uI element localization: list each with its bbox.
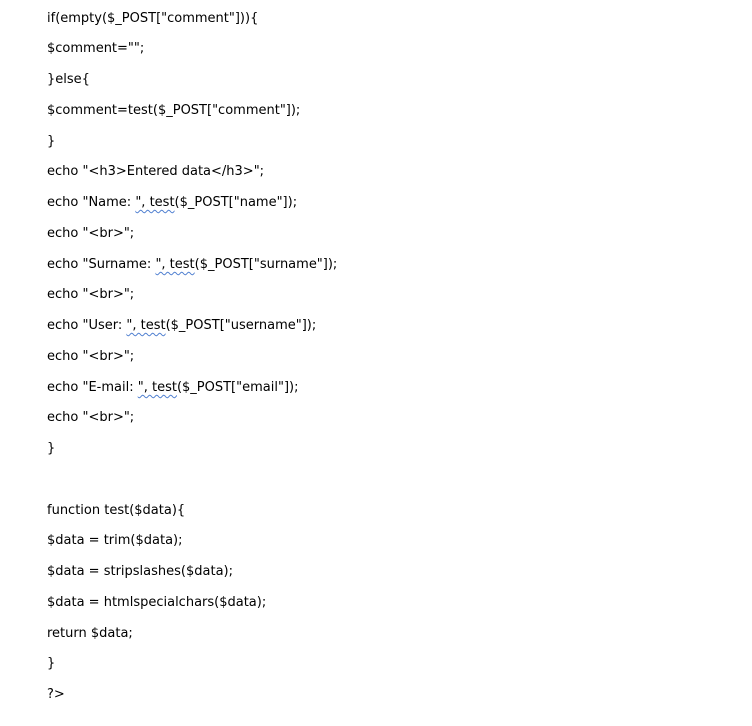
code-text: echo "E-mail:	[47, 380, 138, 395]
code-line: function test($data){	[47, 503, 186, 518]
code-line: }	[47, 441, 56, 456]
code-line: echo "E-mail: ", test($_POST["email"]);	[47, 380, 298, 396]
code-text: ($_POST["email"]);	[176, 380, 299, 395]
code-line: $comment="";	[47, 41, 145, 56]
code-line: echo "User: ", test($_POST["username"]);	[47, 318, 316, 334]
code-text: ($_POST["surname"]);	[194, 257, 338, 272]
code-text: ($_POST["username"]);	[165, 318, 317, 333]
code-line: echo "<br>";	[47, 287, 135, 302]
code-line: echo "Surname: ", test($_POST["surname"]…	[47, 257, 337, 273]
code-line: if(empty($_POST["comment"])){	[47, 11, 259, 26]
code-line: }else{	[47, 72, 90, 87]
code-line: $data = trim($data);	[47, 533, 183, 548]
spellcheck-flagged-text: ", test	[155, 257, 195, 272]
code-line: $comment=test($_POST["comment"]);	[47, 103, 301, 118]
code-line: ?>	[47, 687, 65, 702]
code-line: echo "<h3>Entered data</h3>";	[47, 164, 265, 179]
code-line: $data = stripslashes($data);	[47, 564, 233, 579]
code-text: ($_POST["name"]);	[174, 195, 298, 210]
code-line: return $data;	[47, 626, 133, 641]
code-text: echo "User:	[47, 318, 127, 333]
code-text: echo "Surname:	[47, 257, 156, 272]
code-line: echo "<br>";	[47, 226, 135, 241]
code-line: echo "Name: ", test($_POST["name"]);	[47, 195, 297, 211]
code-line: echo "<br>";	[47, 349, 135, 364]
spellcheck-flagged-text: ", test	[137, 380, 177, 395]
code-text: echo "Name:	[47, 195, 136, 210]
code-line: }	[47, 656, 56, 671]
code-line: echo "<br>";	[47, 410, 135, 425]
spellcheck-flagged-text: ", test	[135, 195, 175, 210]
code-line: }	[47, 134, 56, 149]
code-line: $data = htmlspecialchars($data);	[47, 595, 267, 610]
spellcheck-flagged-text: ", test	[126, 318, 166, 333]
